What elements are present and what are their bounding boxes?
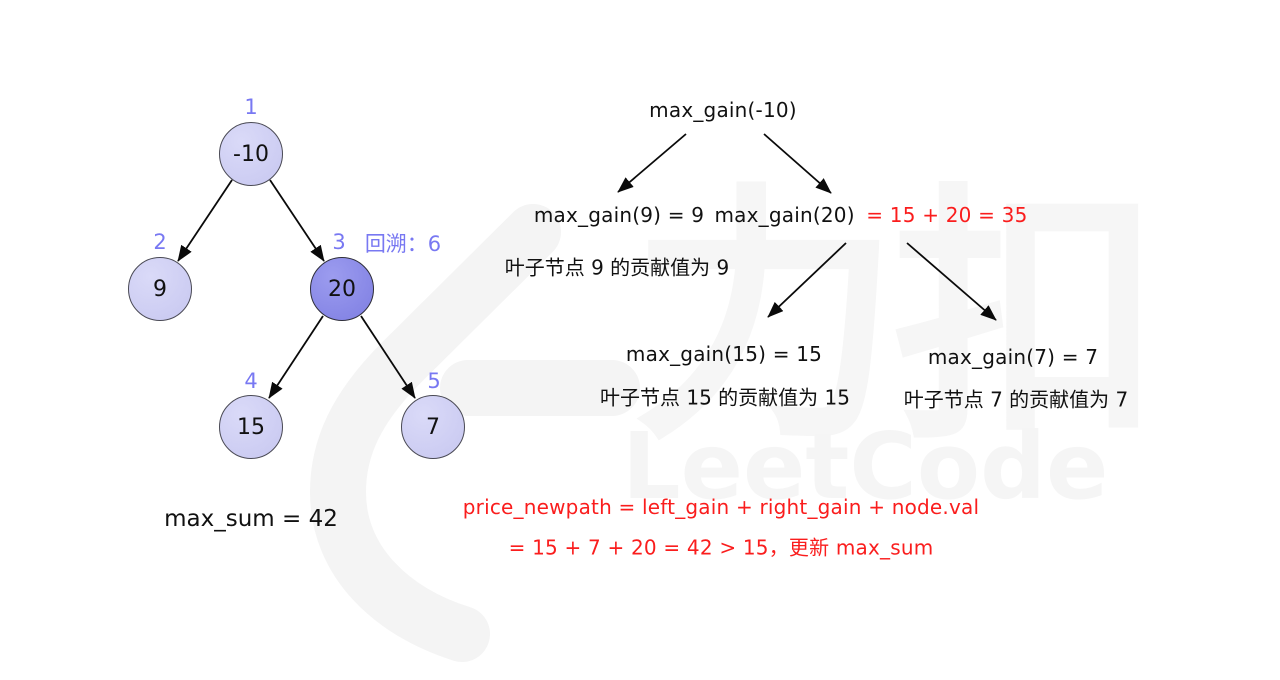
formula-price-newpath: price_newpath = left_gain + right_gain +…: [462, 495, 980, 519]
tree-edge-20-left: [268, 315, 324, 399]
tree-node-15: 15: [219, 395, 283, 459]
node-order-label-1: 1: [244, 95, 258, 119]
recursion-root-call: max_gain(-10): [649, 98, 797, 122]
recursion-call-20: max_gain(20) = 15 + 20 = 35: [715, 203, 1028, 227]
watermark-cn-text: 力扣: [630, 161, 1154, 476]
formula-update-max-sum: = 15 + 7 + 20 = 42 > 15，更新 max_sum: [508, 535, 934, 560]
tree-node-minus10: -10: [219, 122, 283, 186]
node-value: 9: [153, 276, 167, 302]
recursion-call-20-result-red: = 15 + 20 = 35: [866, 203, 1028, 227]
leetcode-logo-bracket-icon: [310, 204, 561, 662]
node-value: 15: [237, 414, 265, 440]
recursion-note-9: 叶子节点 9 的贡献值为 9: [504, 255, 730, 280]
tree-edge-root-left: [177, 179, 233, 262]
tree-node-9: 9: [128, 257, 192, 321]
recursion-call-9: max_gain(9) = 9: [533, 203, 705, 227]
node-order-label-2: 2: [153, 230, 167, 254]
node-value: 20: [328, 276, 356, 302]
recursion-note-15: 叶子节点 15 的贡献值为 15: [600, 385, 850, 410]
recursion-call-7: max_gain(7) = 7: [927, 345, 1099, 369]
tree-node-7: 7: [401, 395, 465, 459]
tree-node-20-highlighted: 20: [310, 257, 374, 321]
recursion-call-15: max_gain(15) = 15: [625, 342, 823, 366]
recursion-edge-root-left: [617, 133, 687, 193]
watermark-en-text: LeetCode: [622, 413, 1108, 520]
recursion-call-20-black: max_gain(20): [714, 203, 855, 227]
backtrack-annotation: 回溯：6: [364, 232, 442, 256]
node-value: -10: [233, 141, 269, 167]
max-sum-result-text: max_sum = 42: [164, 506, 338, 532]
node-order-label-5: 5: [427, 369, 441, 393]
recursion-edge-20-left: [767, 242, 847, 318]
tree-edge-20-right: [360, 315, 416, 399]
node-order-label-4: 4: [244, 369, 258, 393]
recursion-note-7: 叶子节点 7 的贡献值为 7: [903, 387, 1129, 412]
tree-edge-root-right: [269, 179, 325, 262]
recursion-edge-20-right: [906, 242, 997, 321]
recursion-edge-root-right: [763, 133, 832, 194]
node-value: 7: [426, 414, 440, 440]
node-order-label-3: 3: [332, 230, 346, 254]
